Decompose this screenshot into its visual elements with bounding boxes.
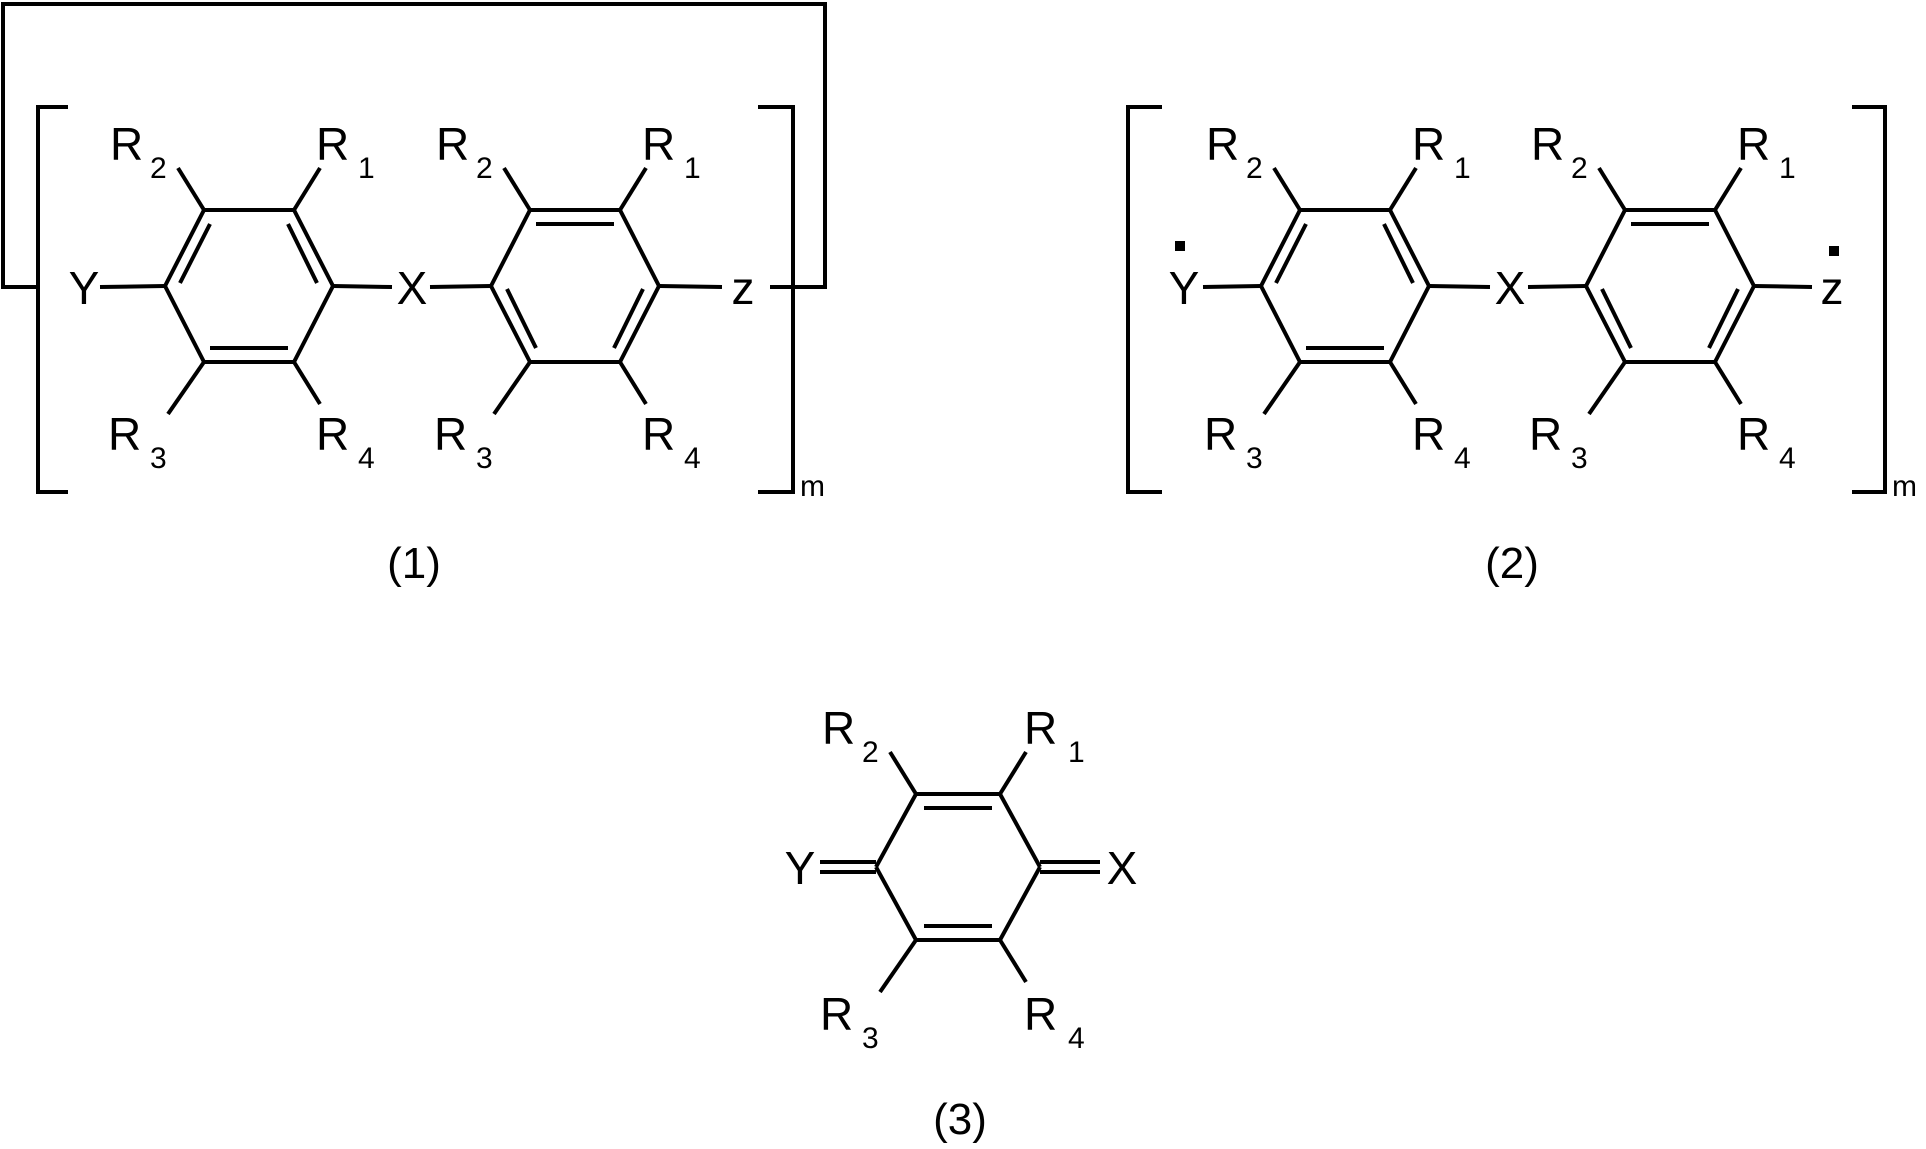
repeat-subscript-m: m bbox=[1892, 470, 1917, 503]
left-atom-y: Y bbox=[785, 842, 816, 894]
r3-label: R bbox=[108, 408, 141, 460]
bridge-atom-x: X bbox=[397, 262, 428, 314]
caption-3: (3) bbox=[933, 1095, 987, 1144]
r4-label: R bbox=[1412, 408, 1445, 460]
r2-label: R bbox=[1206, 118, 1239, 170]
right-atom-z: z bbox=[1821, 262, 1844, 314]
r4-label: R bbox=[316, 408, 349, 460]
left-bracket bbox=[1128, 107, 1162, 492]
caption-2: (2) bbox=[1485, 539, 1539, 588]
r4-subscript: 4 bbox=[358, 442, 375, 475]
quinoid-ring bbox=[876, 794, 1040, 940]
r1-subscript: 1 bbox=[1454, 152, 1471, 185]
r1-subscript: 1 bbox=[1068, 736, 1085, 769]
r2-label: R bbox=[110, 118, 143, 170]
r3-label: R bbox=[434, 408, 467, 460]
r1-label: R bbox=[1737, 118, 1770, 170]
repeat-subscript-m: m bbox=[800, 470, 825, 503]
r4-label: R bbox=[1024, 988, 1057, 1040]
benzene-ring-a bbox=[1261, 210, 1429, 362]
r1-subscript: 1 bbox=[1779, 152, 1796, 185]
r3-label: R bbox=[1529, 408, 1562, 460]
left-atom-y: Y bbox=[1169, 262, 1200, 314]
r2-subscript: 2 bbox=[476, 152, 493, 185]
r4-subscript: 4 bbox=[1454, 442, 1471, 475]
structure-1: Y X z R 2 R 1 R 3 R 4 R 2 R 1 R 3 R 4 m … bbox=[3, 4, 825, 588]
r1-label: R bbox=[642, 118, 675, 170]
left-bracket bbox=[38, 107, 68, 492]
r1-subscript: 1 bbox=[684, 152, 701, 185]
r2-subscript: 2 bbox=[150, 152, 167, 185]
r3-subscript: 3 bbox=[862, 1022, 879, 1055]
structure-2: Y X z R 2 R 1 R 3 R 4 R 2 R 1 R 3 R 4 m … bbox=[1128, 107, 1917, 588]
r3-label: R bbox=[1204, 408, 1237, 460]
r2-label: R bbox=[1531, 118, 1564, 170]
right-atom-x: X bbox=[1107, 842, 1138, 894]
r2-subscript: 2 bbox=[1571, 152, 1588, 185]
r1-subscript: 1 bbox=[358, 152, 375, 185]
radical-dot-z bbox=[1829, 246, 1839, 256]
right-bracket bbox=[758, 107, 793, 492]
caption-1: (1) bbox=[387, 539, 441, 588]
r3-label: R bbox=[820, 988, 853, 1040]
benzene-ring-b bbox=[1586, 210, 1754, 362]
benzene-ring-b bbox=[491, 210, 659, 362]
right-bracket bbox=[1852, 107, 1885, 492]
r2-subscript: 2 bbox=[862, 736, 879, 769]
radical-dot-y bbox=[1175, 241, 1185, 251]
r4-label: R bbox=[1737, 408, 1770, 460]
r1-label: R bbox=[1024, 702, 1057, 754]
r3-subscript: 3 bbox=[1246, 442, 1263, 475]
r2-subscript: 2 bbox=[1246, 152, 1263, 185]
bridge-atom-x: X bbox=[1495, 262, 1526, 314]
r3-subscript: 3 bbox=[150, 442, 167, 475]
structure-3: Y X R 2 R 1 R 3 R 4 (3) bbox=[785, 702, 1138, 1144]
r4-subscript: 4 bbox=[1779, 442, 1796, 475]
r4-label: R bbox=[642, 408, 675, 460]
benzene-ring-a bbox=[165, 210, 333, 362]
left-atom-y: Y bbox=[69, 262, 100, 314]
r2-label: R bbox=[822, 702, 855, 754]
r2-label: R bbox=[436, 118, 469, 170]
r1-label: R bbox=[316, 118, 349, 170]
r3-subscript: 3 bbox=[476, 442, 493, 475]
r4-subscript: 4 bbox=[1068, 1022, 1085, 1055]
r4-subscript: 4 bbox=[684, 442, 701, 475]
r3-subscript: 3 bbox=[1571, 442, 1588, 475]
r1-label: R bbox=[1412, 118, 1445, 170]
right-atom-z: z bbox=[732, 262, 755, 314]
